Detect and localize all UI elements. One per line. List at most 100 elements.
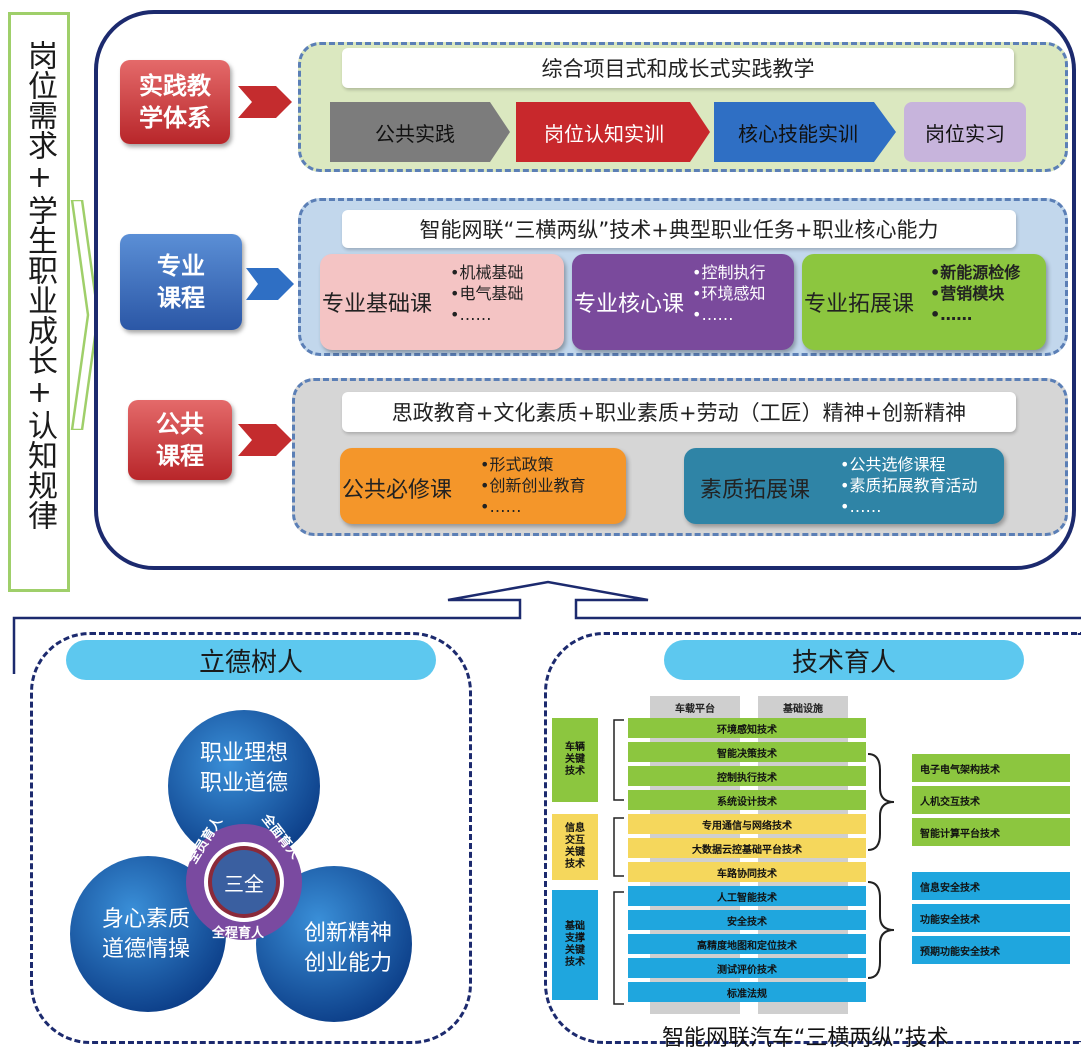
practice-step-3: 核心技能实训 [738, 121, 858, 146]
bullet: •…… [480, 497, 522, 516]
course-title: 素质拓展课 [700, 478, 811, 503]
tech-bar: 系统设计技术 [628, 790, 866, 810]
bullet: •新能源检修 [930, 263, 1021, 282]
left-group: 车辆 关键 技术 [552, 718, 598, 802]
left-banner [8, 12, 70, 592]
group-char: 关键 [565, 945, 585, 956]
course-title: 专业基础课 [322, 292, 433, 317]
practice-step-2: 岗位认知实训 [544, 121, 664, 146]
right-item: 信息安全技术 [912, 872, 1070, 900]
public-header: 思政教育+文化素质+职业素质+劳动（工匠）精神+创新精神 [342, 392, 1016, 432]
course-bullets: •形式政策 •创新创业教育 •…… [480, 454, 585, 517]
tech-bar: 专用通信与网络技术 [628, 814, 866, 834]
left-brackets [613, 719, 624, 1005]
circle-text-line: 身心素质 [101, 907, 190, 932]
circle-top-text: 职业理想 职业道德 [168, 734, 320, 804]
bullet: •形式政策 [480, 455, 554, 474]
practice-label-line1: 实践教 [139, 72, 211, 100]
right-item: 人机交互技术 [912, 786, 1070, 814]
professional-header: 智能网联“三横两纵”技术+典型职业任务+职业核心能力 [342, 210, 1016, 248]
public-label: 公共 课程 [128, 400, 232, 480]
course-card [340, 448, 626, 524]
bullet: •控制执行 [692, 263, 766, 282]
group-char: 交互 [565, 835, 585, 846]
bullet: •素质拓展教育活动 [840, 476, 978, 495]
bullet: •…… [840, 497, 882, 516]
group-char: 关键 [565, 847, 585, 858]
course-card [572, 254, 794, 350]
circle-text-line: 创新精神 [303, 921, 392, 946]
professional-label: 专业 课程 [120, 234, 242, 330]
bullet: •…… [450, 305, 492, 324]
sanquan-diagram [70, 710, 412, 1022]
bullet: •公共选修课程 [840, 455, 946, 474]
right-arrow-icon [70, 200, 100, 430]
right-item: 智能计算平台技术 [912, 818, 1070, 846]
bullet: •机械基础 [450, 263, 524, 282]
top-label: 基础设施 [758, 696, 848, 718]
group-char: 技术 [565, 859, 585, 870]
jishu-caption: 智能网联汽车“三横两纵”技术 [662, 1026, 949, 1051]
bullet: •…… [930, 305, 973, 324]
jishu-title: 技术育人 [664, 640, 1024, 680]
right-item: 电子电气架构技术 [912, 754, 1070, 782]
chevron-right-icon [246, 268, 294, 300]
tech-bar: 测试评价技术 [628, 958, 866, 978]
tech-bar: 控制执行技术 [628, 766, 866, 786]
course-card [684, 448, 1004, 524]
practice-step-1: 公共实践 [375, 121, 455, 146]
left-group: 基础 支撑 关键 技术 [552, 890, 598, 1000]
bullet: •电气基础 [450, 284, 524, 303]
group-char: 关键 [565, 754, 585, 765]
jishu-panel [544, 632, 1081, 1044]
course-bullets: •新能源检修 •营销模块 •…… [930, 262, 1020, 325]
course-title: 专业拓展课 [804, 292, 915, 317]
bullet: •营销模块 [930, 284, 1005, 303]
bullet: •创新创业教育 [480, 476, 586, 495]
course-title: 专业核心课 [574, 292, 685, 317]
circle-left-text: 身心素质 道德情操 [70, 900, 222, 970]
right-item: 预期功能安全技术 [912, 936, 1070, 964]
tech-bar: 标准法规 [628, 982, 866, 1002]
course-bullets: •公共选修课程 •素质拓展教育活动 •…… [840, 454, 977, 517]
group-char: 技术 [565, 766, 585, 777]
tech-bar: 环境感知技术 [628, 718, 866, 738]
tech-bar: 人工智能技术 [628, 886, 866, 906]
practice-steps [330, 102, 1026, 162]
course-bullets: •控制执行 •环境感知 •…… [692, 262, 765, 325]
practice-header: 综合项目式和成长式实践教学 [342, 48, 1014, 88]
ring-label: 全程育人 [212, 926, 265, 941]
tech-bar: 智能决策技术 [628, 742, 866, 762]
top-label: 车载平台 [650, 696, 740, 718]
circle-text-line: 职业道德 [199, 771, 288, 796]
chevron-right-icon [238, 424, 292, 456]
tech-bar: 高精度地图和定位技术 [628, 934, 866, 954]
center-text: 三全 [224, 871, 264, 896]
course-title: 公共必修课 [342, 478, 453, 503]
circle-text-line: 职业理想 [199, 741, 288, 766]
left-group: 信息 交互 关键 技术 [552, 814, 598, 880]
group-char: 基础 [565, 921, 585, 932]
tech-bar: 大数据云控基础平台技术 [628, 838, 866, 858]
bullet: •环境感知 [692, 284, 766, 303]
left-banner-text: 岗位需求+学生职业成长+认知规律 [22, 40, 57, 530]
course-card [802, 254, 1046, 350]
professional-label-line2: 课程 [157, 284, 205, 312]
circle-right-text: 创新精神 创业能力 [272, 914, 424, 984]
lide-title: 立德树人 [66, 640, 436, 680]
circle-text-line: 道德情操 [101, 937, 190, 962]
bullet: •…… [692, 305, 734, 324]
public-label-line1: 公共 [156, 410, 204, 438]
course-bullets: •机械基础 •电气基础 •…… [450, 262, 523, 325]
public-label-line2: 课程 [156, 442, 204, 470]
group-char: 信息 [565, 823, 585, 834]
up-arrow-icon [12, 580, 1081, 674]
group-char: 支撑 [565, 933, 585, 944]
practice-label-line2: 学体系 [139, 104, 211, 132]
tech-bar: 车路协同技术 [628, 862, 866, 882]
right-braces [867, 753, 895, 979]
chevron-right-icon [238, 86, 292, 118]
course-card [320, 254, 564, 350]
right-item: 功能安全技术 [912, 904, 1070, 932]
practice-step-4: 岗位实习 [925, 121, 1005, 146]
